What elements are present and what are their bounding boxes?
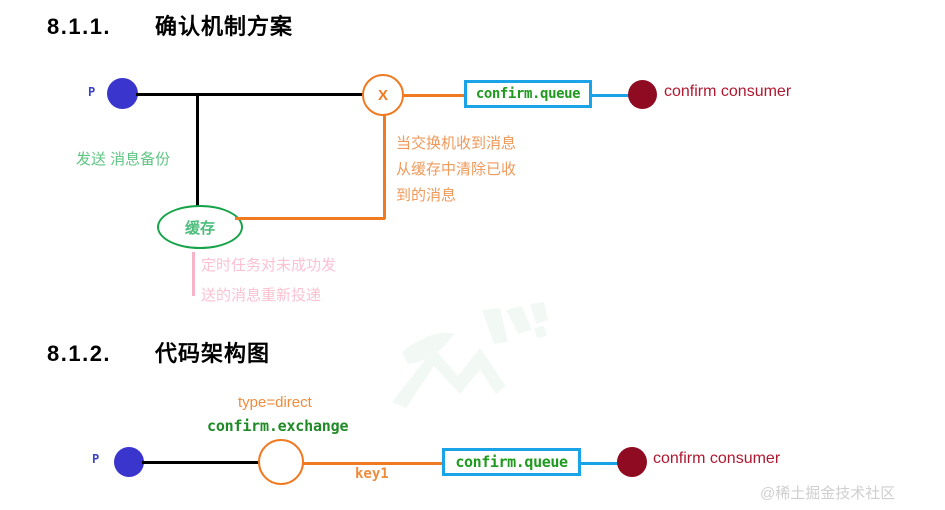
- section-heading-2-title: 代码架构图: [155, 341, 271, 366]
- exchange-node-icon: X: [362, 74, 404, 116]
- cache-label: 缓存: [184, 219, 215, 237]
- connector-exchange-to-cache: [235, 217, 385, 220]
- connector-exchange-to-queue: [403, 94, 465, 97]
- section-heading-1-number: 8.1.1.: [47, 14, 112, 39]
- connector-producer-to-exchange: [142, 461, 260, 464]
- producer-node-icon: [114, 447, 144, 477]
- section-heading-2: 8.1.2. 代码架构图: [47, 336, 270, 368]
- queue-box: confirm.queue: [464, 80, 592, 108]
- exchange-name-label: confirm.exchange: [207, 417, 349, 435]
- exchange-glyph-label: X: [377, 86, 388, 104]
- consumer-node-icon: [617, 447, 647, 477]
- connector-queue-to-consumer: [590, 94, 633, 97]
- connector-exchange-to-queue: [302, 462, 442, 465]
- exchange-node-icon: [258, 439, 304, 485]
- queue-box: confirm.queue: [442, 448, 581, 476]
- cache-node: 缓存: [157, 205, 243, 249]
- producer-label: P: [88, 85, 96, 99]
- consumer-node-icon: [628, 80, 657, 109]
- producer-node-icon: [107, 78, 138, 109]
- connector-queue-to-consumer: [578, 462, 620, 465]
- exchange-type-label: type=direct: [238, 394, 312, 411]
- corner-watermark-text: @稀土掘金技术社区: [760, 485, 896, 502]
- send-backup-label: 发送 消息备份: [76, 151, 171, 168]
- section-heading-2-number: 8.1.2.: [47, 341, 112, 366]
- retry-task-note: 定时任务对未成功发 送的消息重新投递: [201, 257, 337, 304]
- consumer-label: confirm consumer: [653, 450, 781, 467]
- center-watermark-logo: [330, 290, 630, 420]
- connector-exchange-down: [383, 114, 386, 219]
- connector-producer-to-exchange: [136, 93, 364, 96]
- consumer-label: confirm consumer: [664, 83, 792, 100]
- producer-label: P: [92, 452, 100, 466]
- connector-producer-to-cache: [196, 93, 199, 215]
- exchange-clear-cache-note: 当交换机收到消息 从缓存中清除已收 到的消息: [396, 135, 517, 204]
- routing-key-label: key1: [355, 466, 389, 482]
- section-heading-1: 8.1.1. 确认机制方案: [47, 9, 293, 41]
- retry-note-accent-bar: [192, 252, 195, 296]
- section-heading-1-title: 确认机制方案: [155, 14, 294, 39]
